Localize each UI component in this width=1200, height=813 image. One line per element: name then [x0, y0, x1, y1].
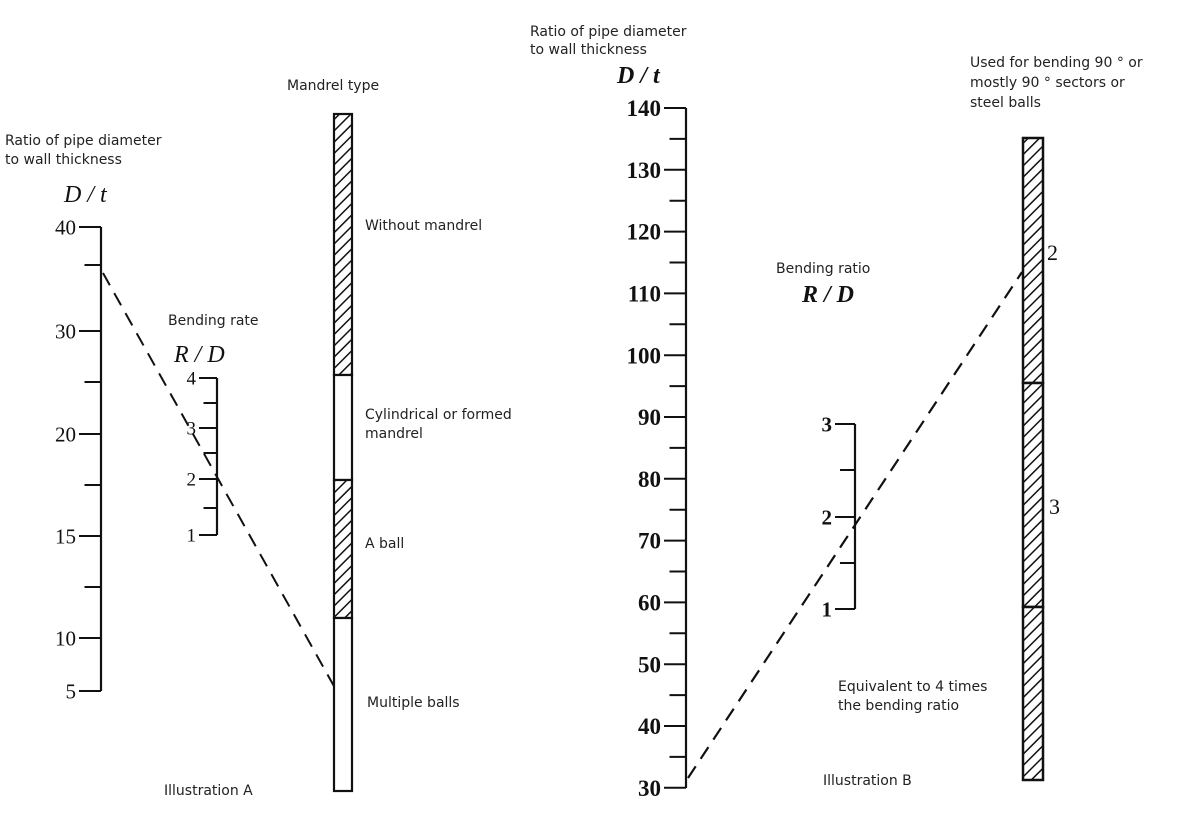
b-dt-tick-label: 40 — [638, 714, 661, 739]
b-dt-title-line1: Ratio of pipe diameter — [530, 24, 687, 40]
b-note-top-line3: steel balls — [970, 95, 1041, 111]
b-rd-tick-label: 1 — [822, 597, 833, 621]
b-dt-tick-label: 60 — [638, 590, 661, 615]
illustration-b-graphics: 140 130 120 110 100 90 80 70 60 50 40 30 3 2 1 — [627, 96, 1045, 801]
b-dt-tick-label: 120 — [627, 220, 662, 245]
a-dt-tick-label: 10 — [55, 626, 76, 650]
b-dt-tick-label: 130 — [627, 158, 662, 183]
a-caption: Illustration A — [164, 783, 253, 799]
b-bar-segment-1 — [1021, 136, 1045, 385]
b-dt-tick-label: 50 — [638, 652, 661, 677]
b-rd-tick-label: 3 — [822, 412, 833, 436]
b-bar-marker-2: 2 — [1047, 240, 1058, 265]
b-rd-symbol: R / D — [802, 282, 855, 308]
b-bar-segment-3 — [1021, 605, 1045, 782]
a-dt-tick-label: 20 — [55, 422, 76, 446]
b-dashed-reading-line — [687, 271, 1023, 779]
b-dt-tick-label: 100 — [627, 343, 662, 368]
b-bar-marker-3: 3 — [1049, 494, 1060, 519]
a-rd-tick-label: 1 — [187, 526, 197, 547]
a-rd-tick-label: 4 — [187, 369, 197, 390]
a-segment-label-a-ball: A ball — [365, 536, 405, 552]
a-dashed-reading-line — [102, 272, 336, 689]
b-note-bottom-line2: the bending ratio — [838, 698, 960, 714]
a-segment-label-cylindrical: Cylindrical or formed mandrel — [365, 407, 512, 442]
b-rd-tick-label: 2 — [822, 505, 833, 529]
b-note-bottom-line1: Equivalent to 4 times — [838, 679, 988, 695]
a-mandrel-segment-2 — [332, 373, 354, 482]
a-dt-title-line1: Ratio of pipe diameter — [5, 133, 162, 149]
a-dt-tick-label: 40 — [55, 215, 76, 239]
a-mandrel-segment-1 — [332, 112, 354, 377]
b-dt-tick-label: 140 — [627, 96, 662, 121]
a-segment-label-without-mandrel: Without mandrel — [365, 218, 483, 234]
b-dt-symbol: D / t — [617, 63, 660, 89]
b-dt-tick-label: 80 — [638, 467, 661, 492]
a-dt-symbol: D / t — [64, 182, 107, 208]
a-rd-symbol: R / D — [174, 342, 225, 368]
a-mandrel-segment-4 — [332, 616, 354, 793]
b-dt-tick-label: 90 — [638, 405, 661, 430]
a-mandrel-segment-3 — [332, 478, 354, 620]
a-mandrel-title: Mandrel type — [287, 78, 380, 94]
b-dt-tick-label: 30 — [638, 776, 661, 801]
a-dt-title-line2: to wall thickness — [5, 152, 122, 168]
b-note-top-line1: Used for bending 90 ° or — [970, 55, 1143, 71]
b-caption: Illustration B — [823, 773, 912, 789]
b-bar-segment-2 — [1021, 381, 1045, 609]
b-dt-tick-label: 70 — [638, 529, 661, 554]
b-dt-title-line2: to wall thickness — [530, 42, 647, 58]
b-dt-tick-label: 110 — [628, 281, 661, 306]
a-rd-tick-label: 3 — [187, 419, 197, 440]
a-dt-tick-label: 5 — [66, 679, 77, 703]
a-segment-label-multiple-balls: Multiple balls — [367, 695, 460, 711]
a-dt-tick-label: 15 — [55, 524, 76, 548]
b-rd-title: Bending ratio — [776, 261, 871, 277]
a-dt-tick-label: 30 — [55, 319, 76, 343]
a-rd-tick-label: 2 — [187, 470, 197, 491]
b-note-top-line2: mostly 90 ° sectors or — [970, 75, 1125, 91]
a-rd-title: Bending rate — [168, 313, 259, 329]
illustration-a-graphics: 40 30 20 15 10 5 4 3 2 1 — [55, 112, 354, 793]
